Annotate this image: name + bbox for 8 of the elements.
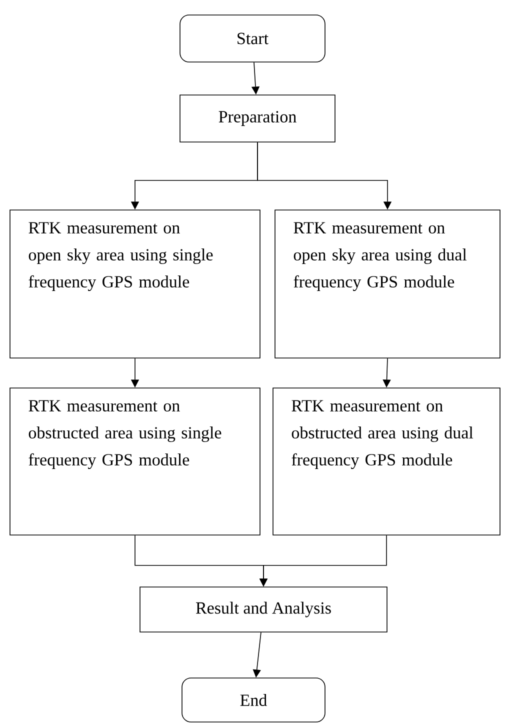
process-box: RTK measurement on open sky area using single frequency GPS module: [10, 210, 260, 358]
process-box: Preparation: [180, 94, 336, 142]
process-box: RTK measurement on obstructed area using dual frequency GPS module: [272, 388, 500, 536]
process-box: Result and Analysis: [140, 586, 388, 632]
terminal-box: Start: [180, 14, 326, 62]
terminal-box: End: [182, 678, 326, 722]
process-box: RTK measurement on open sky area using dual frequency GPS module: [274, 210, 500, 358]
process-box: RTK measurement on obstructed area using single frequency GPS module: [10, 388, 260, 536]
